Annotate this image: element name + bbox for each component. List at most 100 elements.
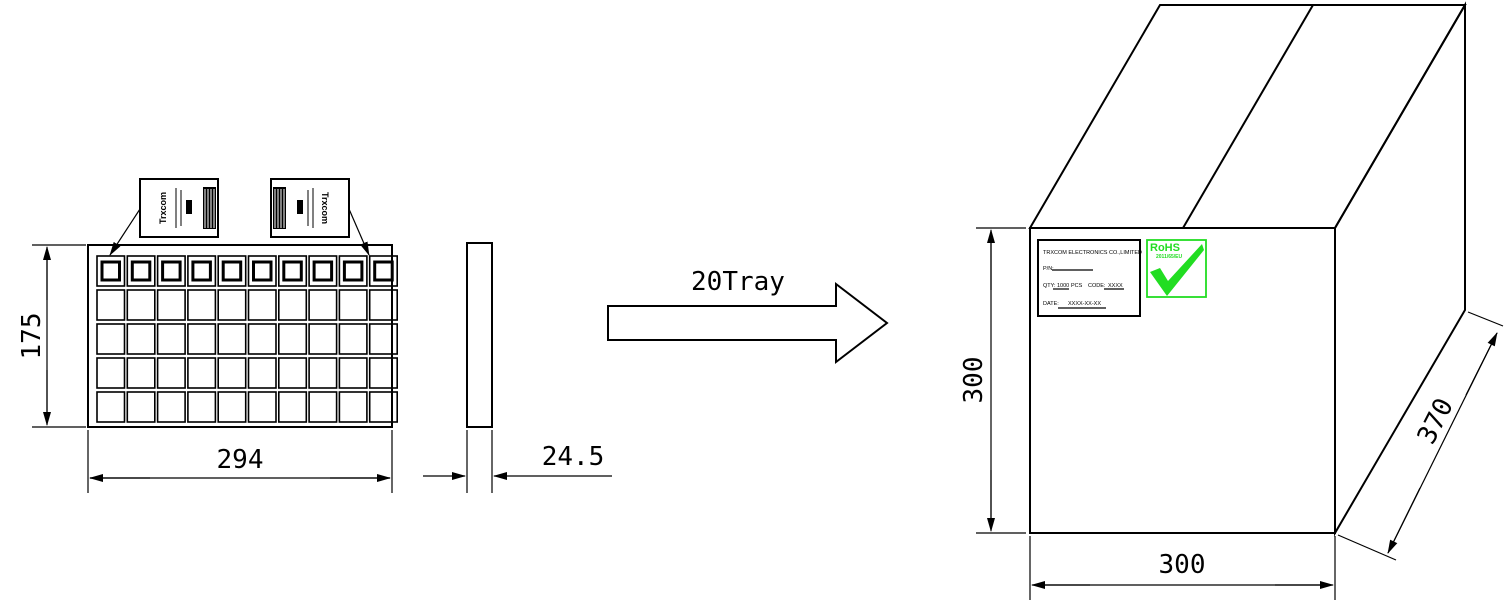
label-code: CODE: xyxy=(1088,283,1106,289)
component-detail-right: Trxcom xyxy=(270,178,370,256)
tray-cell xyxy=(368,323,399,355)
tray-thickness-dimension: 24.5 xyxy=(423,430,612,493)
tray-cell xyxy=(338,289,368,321)
rohs-mark: RoHS 2011/65/EU xyxy=(1146,239,1207,298)
tray-height-dimension: 175 xyxy=(17,244,86,428)
tray-component xyxy=(161,260,182,282)
component-detail-left: Trxcom xyxy=(109,178,219,256)
tray-component xyxy=(191,260,212,282)
tray-cell xyxy=(187,289,217,321)
tray-cell xyxy=(308,391,338,423)
tray-component xyxy=(312,260,334,282)
tray-width-dimension: 294 xyxy=(87,430,393,493)
tray-cell xyxy=(308,289,338,321)
box-depth-value: 370 xyxy=(1412,394,1460,449)
label-card-outline xyxy=(1037,239,1141,317)
tray-cell xyxy=(217,255,247,287)
tray-cell xyxy=(126,289,156,321)
tray-cell xyxy=(187,323,217,355)
checkmark-icon xyxy=(1150,244,1204,296)
box-depth-dimension: 370 xyxy=(1337,311,1504,561)
box-label-card: TRXCOM ELECTRONICS CO.,LIMITED P/N: QTY:… xyxy=(1037,239,1142,317)
tray-cell xyxy=(217,357,247,389)
tray-cell xyxy=(96,323,126,355)
tray-front-view xyxy=(87,244,399,428)
tray-cell xyxy=(96,357,126,389)
tray-component xyxy=(221,260,243,282)
arrow-label: 20Tray xyxy=(691,267,785,297)
tray-cell xyxy=(217,391,247,423)
tray-cell xyxy=(368,391,399,423)
tray-cell xyxy=(247,391,277,423)
box-tape-line xyxy=(1182,4,1314,229)
rohs-subtitle: 2011/65/EU xyxy=(1156,254,1183,260)
tray-cell xyxy=(368,357,399,389)
tray-cell xyxy=(126,323,156,355)
tray-thickness-value: 24.5 xyxy=(542,442,605,472)
tray-cell xyxy=(187,357,217,389)
label-company: TRXCOM ELECTRONICS CO.,LIMITED xyxy=(1043,250,1142,256)
tray-component xyxy=(130,260,152,282)
tray-cell xyxy=(277,323,308,355)
tray-cell xyxy=(277,357,308,389)
tray-cell xyxy=(217,323,247,355)
tray-cell xyxy=(247,357,277,389)
tray-cell xyxy=(338,391,368,423)
tray-cell xyxy=(156,289,186,321)
rohs-frame xyxy=(1146,239,1207,298)
label-qty: QTY: xyxy=(1043,283,1056,289)
box-side-face xyxy=(1334,1,1466,537)
tray-width-value: 294 xyxy=(217,445,264,475)
tray-cell xyxy=(247,255,277,287)
tray-cell xyxy=(96,289,126,321)
box-width-value: 300 xyxy=(1159,550,1206,580)
arrow-right-icon xyxy=(607,281,889,365)
tray-cell xyxy=(156,357,186,389)
box-height-value: 300 xyxy=(959,357,989,404)
label-date-value: XXXX-XX-XX xyxy=(1068,301,1101,307)
tray-cell xyxy=(368,255,399,287)
tray-cell xyxy=(187,391,217,423)
tray-height-value: 175 xyxy=(17,313,47,360)
label-qty-value: 1000 xyxy=(1057,283,1069,289)
tray-cell xyxy=(308,323,338,355)
tray-cell xyxy=(96,391,126,423)
pack-arrow: 20Tray xyxy=(607,267,889,365)
tray-component xyxy=(100,260,121,282)
tray-cell xyxy=(308,255,338,287)
tray-cell xyxy=(187,255,217,287)
tray-side-view xyxy=(466,242,493,428)
component-brand-left: Trxcom xyxy=(158,192,168,224)
tray-cell xyxy=(126,255,156,287)
component-brand-right: Trxcom xyxy=(320,192,330,224)
tray-cell xyxy=(368,289,399,321)
label-pcs: PCS xyxy=(1071,283,1083,289)
tray-cell xyxy=(247,323,277,355)
tray-cells xyxy=(96,255,399,423)
tray-cell xyxy=(96,255,126,287)
box-width-dimension: 300 xyxy=(1029,536,1336,600)
tray-component xyxy=(252,260,273,282)
tray-cell xyxy=(126,391,156,423)
tray-component xyxy=(373,260,394,282)
tray-cell xyxy=(338,255,368,287)
label-date: DATE: xyxy=(1043,301,1059,307)
carton-box xyxy=(1028,1,1467,537)
tray-cell xyxy=(156,323,186,355)
label-code-value: XXXX xyxy=(1108,283,1123,289)
tray-cell xyxy=(126,357,156,389)
box-height-dimension: 300 xyxy=(959,227,1026,534)
tray-side-outline xyxy=(466,242,493,428)
tray-cell xyxy=(277,255,308,287)
tray-outline xyxy=(87,244,393,428)
tray-component xyxy=(342,260,364,282)
tray-cell xyxy=(156,255,186,287)
tray-component xyxy=(282,260,303,282)
tray-cell xyxy=(217,289,247,321)
tray-cell xyxy=(308,357,338,389)
tray-cell xyxy=(156,391,186,423)
tray-cell xyxy=(338,357,368,389)
tray-cell xyxy=(277,289,308,321)
